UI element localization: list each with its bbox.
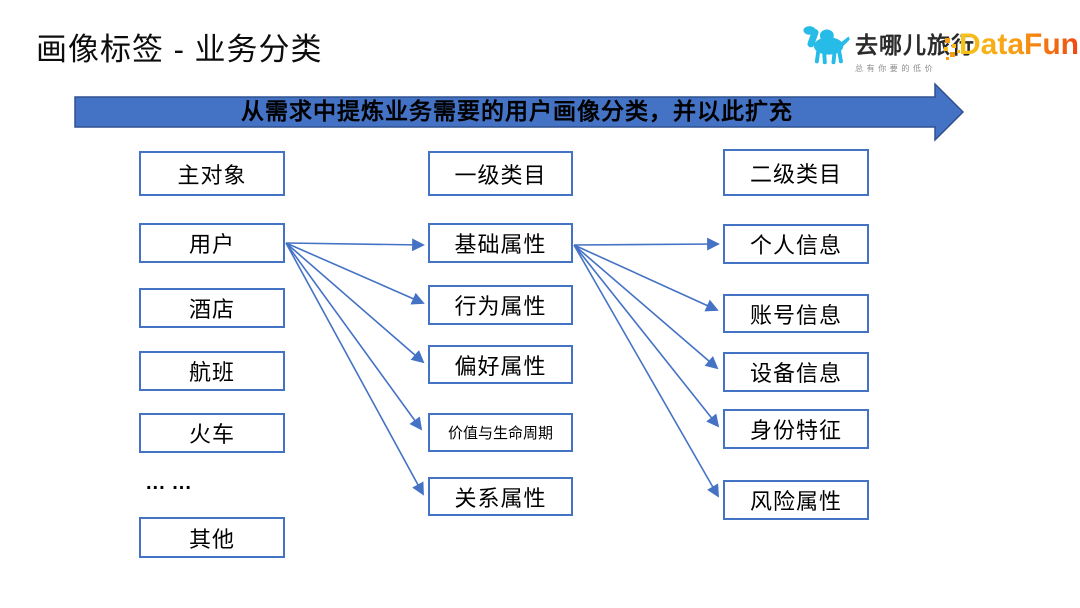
page-title: 画像标签 - 业务分类: [36, 32, 323, 67]
node-flight: 航班: [139, 351, 285, 391]
datafun-logo-wordmark: DataFun.: [959, 28, 1080, 62]
node-hotel: 酒店: [139, 288, 285, 328]
node-user: 用户: [139, 223, 285, 263]
edge-user-lifecycle: [285, 242, 423, 431]
edge-basic-risk: [573, 244, 719, 498]
node-account-info: 账号信息: [723, 294, 869, 333]
node-behavior-attr: 行为属性: [428, 285, 573, 325]
datafun-pixel: [946, 57, 949, 60]
datafun-pixel: [950, 52, 955, 57]
logo-cluster: 去哪儿旅行 总有你要的低价 DataFun.: [795, 16, 1080, 74]
node-relation-attr: 关系属性: [428, 477, 573, 516]
node-identity-feature: 身份特征: [723, 409, 869, 449]
edge-user-behavior: [285, 242, 425, 305]
header-level2-category: 二级类目: [723, 149, 869, 196]
node-basic-attr: 基础属性: [428, 223, 573, 263]
node-risk-attr: 风险属性: [723, 480, 869, 520]
header-main-object: 主对象: [139, 151, 285, 196]
edge-basic-device: [573, 244, 719, 370]
node-other: 其他: [139, 517, 285, 558]
datafun-logo: DataFun.: [943, 26, 1080, 74]
node-preference-attr: 偏好属性: [428, 345, 573, 384]
edge-basic-identity: [573, 244, 720, 428]
qunar-camel-icon: [803, 26, 850, 65]
node-device-info: 设备信息: [723, 352, 869, 392]
edge-user-preference: [285, 242, 425, 364]
edge-basic-personal: [573, 237, 720, 251]
node-value-lifecycle: 价值与生命周期: [428, 413, 573, 452]
edge-user-basic: [285, 238, 425, 252]
node-personal-info: 个人信息: [723, 224, 869, 264]
datafun-pixel: [957, 50, 960, 53]
datafun-pixel: [944, 47, 948, 51]
banner-text: 从需求中提炼业务需要的用户画像分类，并以此扩充: [241, 98, 793, 124]
ellipsis-more: ... ...: [146, 472, 192, 494]
qunar-logo-tagline: 总有你要的低价: [855, 64, 937, 73]
node-train: 火车: [139, 413, 285, 453]
edge-user-relation: [285, 242, 424, 496]
datafun-pixel: [952, 44, 956, 48]
datafun-pixel: [945, 38, 950, 43]
header-level1-category: 一级类目: [428, 151, 573, 196]
edge-basic-account: [573, 244, 719, 312]
